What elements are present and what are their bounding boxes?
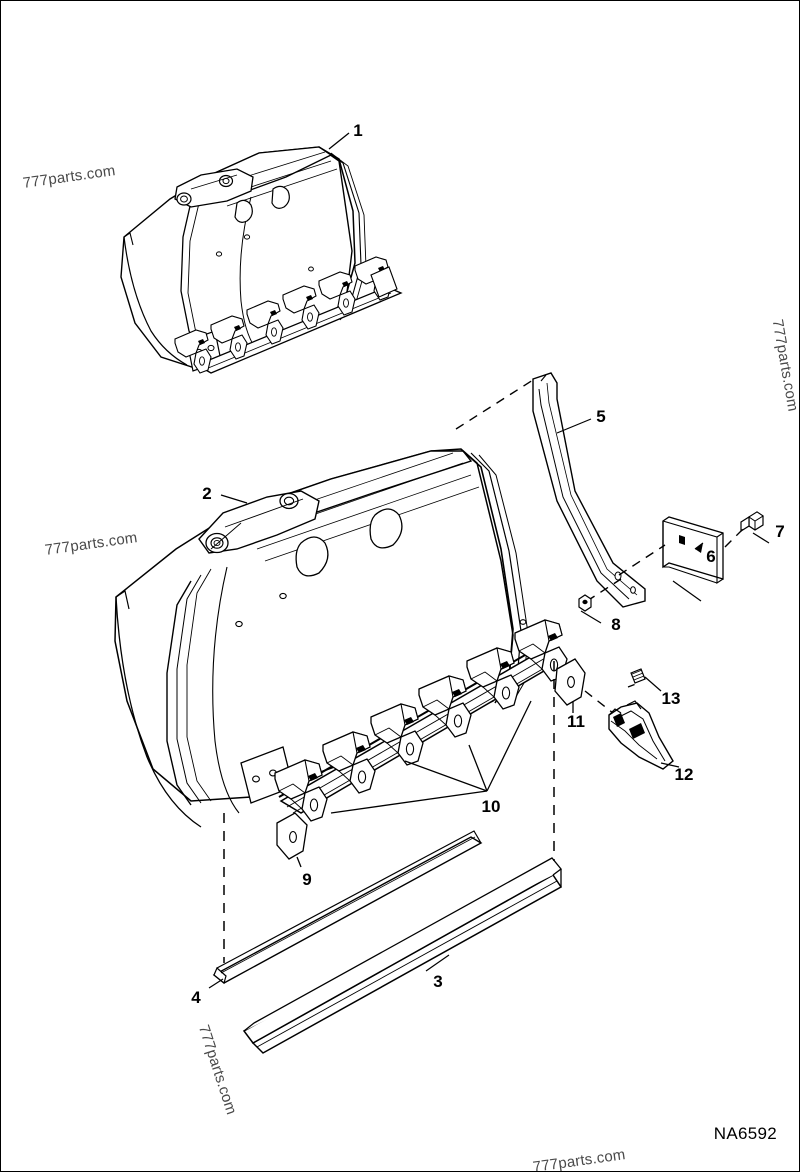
callout-11: 11: [567, 712, 585, 731]
callout-2: 2: [202, 484, 211, 503]
callout-3: 3: [433, 972, 442, 991]
leader-dash-5-to-bucket: [455, 379, 534, 430]
callout-13: 13: [662, 689, 681, 708]
callout-leader-10: [330, 700, 532, 814]
leader-dash-7: [724, 528, 744, 548]
callout-7: 7: [775, 522, 784, 541]
narrow-wear-strip: [212, 830, 483, 985]
lower-bucket-assembly: [114, 448, 586, 860]
tooth-point: [608, 700, 674, 770]
leader-dash-8-axis: [586, 578, 622, 602]
callout-5: 5: [596, 407, 605, 426]
callout-leader-13: [644, 676, 662, 692]
leader-dash-13: [627, 683, 637, 688]
mounting-plate: [662, 516, 724, 585]
callout-1: 1: [353, 121, 362, 140]
wide-cutting-edge: [242, 857, 563, 1054]
callout-leader-3: [425, 954, 450, 972]
leader-dash-11: [584, 690, 614, 714]
callout-leader-6: [672, 580, 702, 602]
callout-leader-5: [556, 418, 592, 434]
callout-10: 10: [482, 797, 501, 816]
part-code-label: NA6592: [713, 1124, 777, 1143]
callout-9: 9: [302, 870, 311, 889]
callout-leader-8: [580, 610, 602, 624]
callout-6: 6: [706, 547, 715, 566]
callout-leader-9: [296, 856, 302, 868]
callout-leader-12: [660, 762, 680, 768]
leader-dash-6: [618, 544, 666, 576]
callout-leader-7: [752, 532, 770, 544]
callout-8: 8: [611, 615, 620, 634]
upper-bucket-assembly: [120, 146, 403, 374]
callout-labels: 1 2 3 4 5 6 7 8 9 10 11 12 13: [191, 121, 784, 1007]
callout-leader-4: [208, 978, 224, 989]
callout-leader-1: [328, 132, 350, 150]
callout-leader-2: [220, 494, 248, 504]
nut: [578, 594, 592, 612]
callout-12: 12: [675, 765, 694, 784]
bolt: [740, 511, 764, 533]
callout-4: 4: [191, 988, 201, 1007]
side-wear-plate: [532, 372, 646, 608]
retaining-pin: [630, 668, 646, 684]
